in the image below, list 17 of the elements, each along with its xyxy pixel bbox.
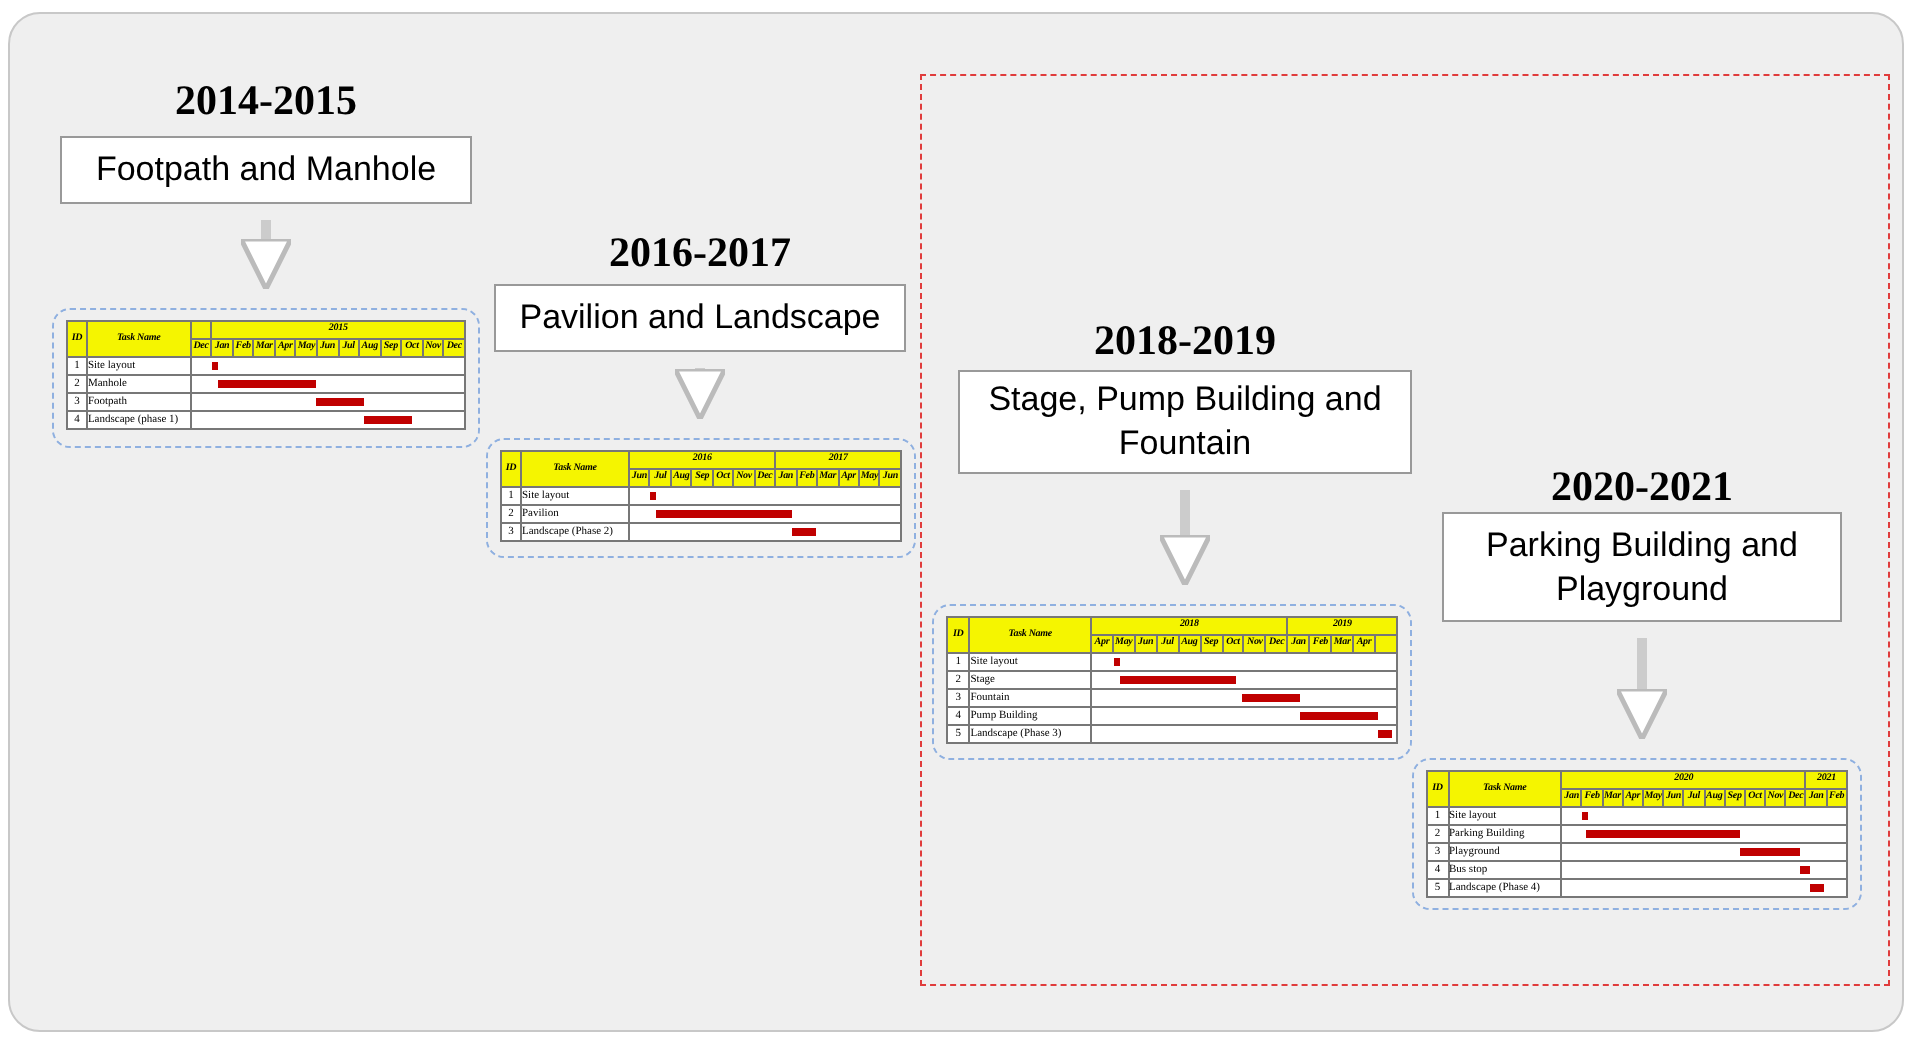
year-heading: 2014-2015: [173, 76, 359, 124]
arrow: [672, 366, 728, 422]
gantt-chart-panel: [52, 308, 480, 448]
phase-title-box: Parking Building and Playground: [1442, 512, 1842, 622]
arrow: [1157, 490, 1213, 588]
phase-title-box: Stage, Pump Building and Fountain: [958, 370, 1412, 474]
gantt-chart-panel: [1412, 758, 1862, 910]
arrow: [238, 220, 294, 292]
year-heading: 2018-2019: [1092, 316, 1278, 364]
gantt-chart-panel: [932, 604, 1412, 760]
gantt-chart-panel: [486, 438, 916, 558]
phase-title-box: Pavilion and Landscape: [494, 284, 906, 352]
year-heading: 2016-2017: [607, 228, 793, 276]
arrow: [1614, 638, 1670, 742]
year-heading: 2020-2021: [1549, 462, 1735, 510]
phase-title-box: Footpath and Manhole: [60, 136, 472, 204]
dashed-frame: [920, 74, 1890, 986]
